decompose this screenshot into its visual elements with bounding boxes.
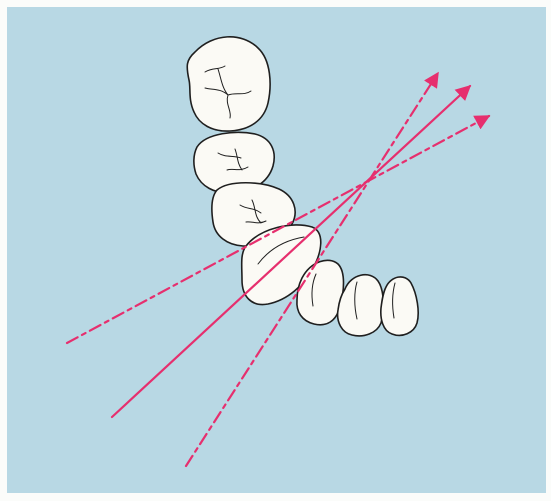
molar-tooth bbox=[187, 37, 270, 131]
central-incisor-tooth-2 bbox=[381, 277, 418, 335]
